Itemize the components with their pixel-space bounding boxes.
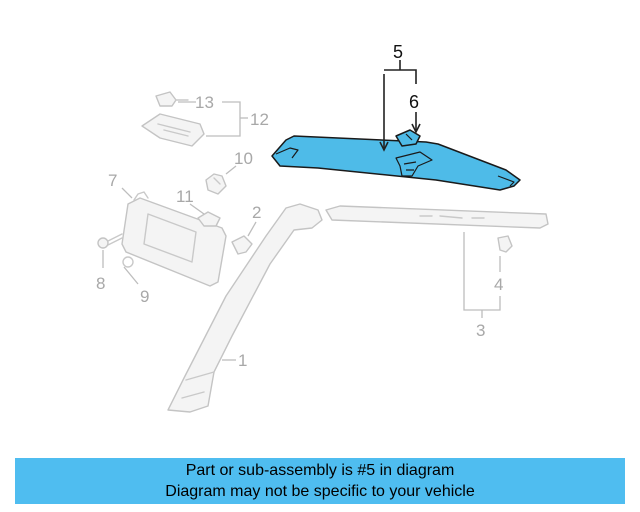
- part-11-visor-clip: [197, 211, 221, 227]
- part-8-screw: [97, 233, 123, 249]
- banner-line-1: Part or sub-assembly is #5 in diagram: [185, 462, 455, 479]
- part-4-clip: [497, 235, 513, 253]
- part-13-bulb: [155, 91, 189, 107]
- callout-5: 5: [393, 42, 403, 62]
- leader-lines-active: [379, 60, 421, 152]
- callout-12: 12: [250, 110, 269, 129]
- callout-3: 3: [476, 321, 485, 340]
- part-12-lamp-housing: [141, 113, 205, 147]
- leader-lines: [102, 101, 501, 361]
- part-1-pillar-trim: [167, 203, 323, 413]
- callout-7: 7: [108, 171, 117, 190]
- callout-10: 10: [234, 149, 253, 168]
- sun-visor: [121, 191, 227, 287]
- info-banner: Part or sub-assembly is #5 in diagram Di…: [15, 458, 625, 504]
- callout-4: 4: [494, 275, 503, 294]
- part-6-clip: [395, 129, 421, 147]
- part-9-washer: [122, 256, 134, 268]
- callout-13: 13: [195, 93, 214, 112]
- callout-9: 9: [140, 287, 149, 306]
- banner-line-2: Diagram may not be specific to your vehi…: [165, 483, 475, 500]
- callout-6: 6: [409, 92, 419, 112]
- callout-8: 8: [96, 274, 105, 293]
- part-3-rail-trim: [325, 205, 549, 229]
- part-2-bracket: [231, 235, 253, 255]
- callout-11: 11: [176, 187, 194, 206]
- callout-2: 2: [252, 203, 261, 222]
- part-5-header-trim: [271, 135, 521, 191]
- callout-1: 1: [238, 351, 247, 370]
- part-10-clip: [205, 173, 227, 195]
